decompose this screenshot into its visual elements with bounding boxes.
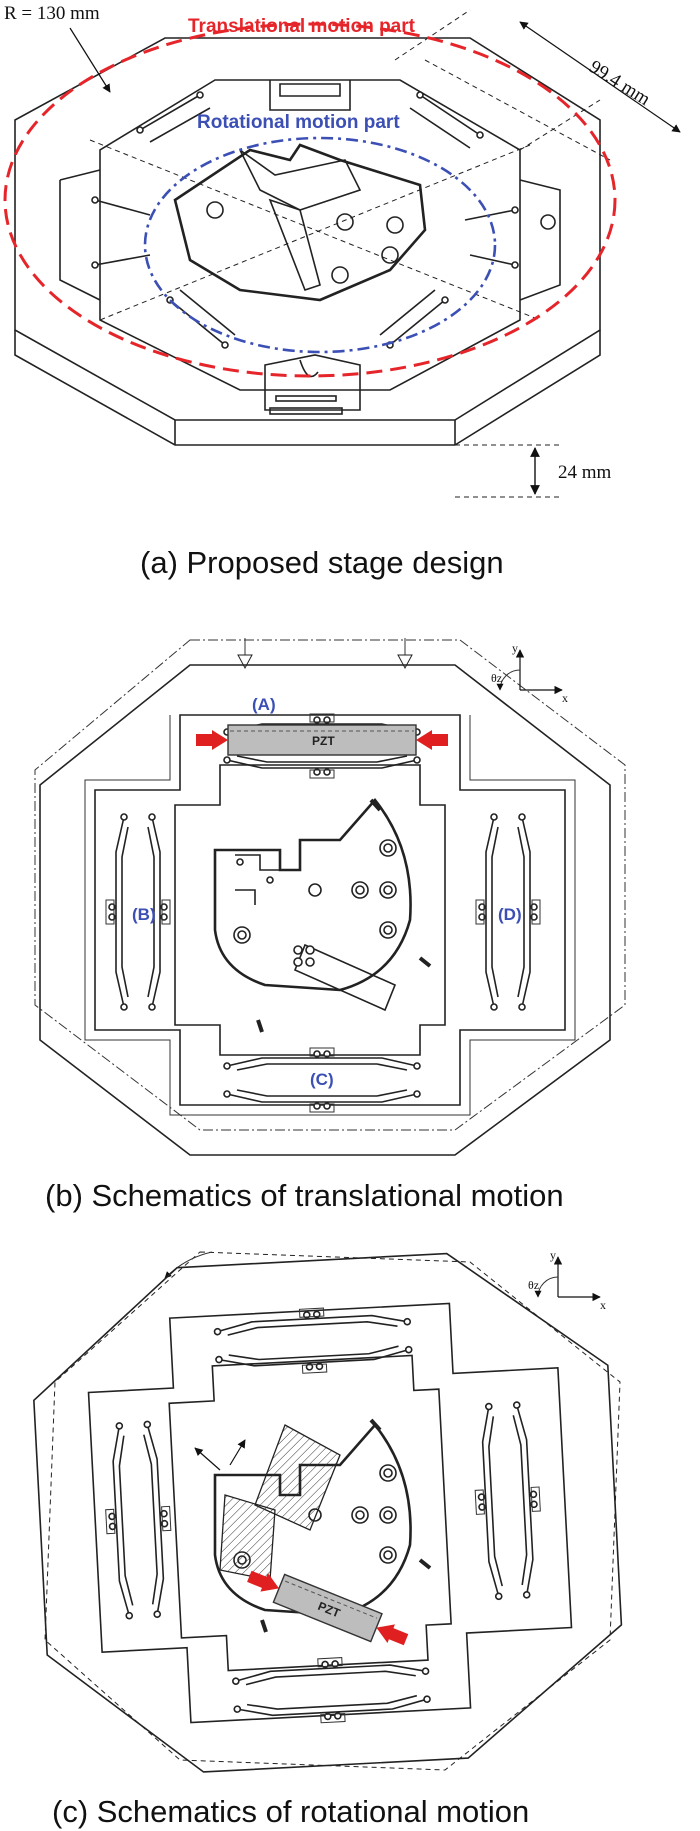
- axis-x-label-c: x: [600, 1298, 606, 1312]
- axis-theta-label-c: θz: [528, 1278, 539, 1292]
- panel-a-stage-design: R = 130 mm Translational motion part Rot…: [3, 3, 681, 580]
- height-dimension-label: 24 mm: [558, 462, 612, 483]
- flexure-label-a: (A): [252, 695, 276, 714]
- caption-c: (c) Schematics of rotational motion: [52, 1794, 529, 1829]
- axis-x-label-b: x: [562, 691, 568, 705]
- axis-y-label-c: y: [550, 1248, 556, 1262]
- caption-b: (b) Schematics of translational motion: [45, 1178, 564, 1213]
- flexure-label-b: (B): [132, 905, 156, 924]
- panel-c-rotational-schematic: PZT x y θz (c) Schematics of rotational …: [33, 1248, 623, 1829]
- rotational-motion-label: Rotational motion part: [197, 112, 400, 133]
- axis-y-label-b: y: [512, 641, 518, 655]
- width-dimension-label: 99.4 mm: [585, 56, 654, 110]
- pzt-label-b: PZT: [312, 734, 335, 748]
- radius-label: R = 130 mm: [4, 3, 100, 24]
- axis-theta-label-b: θz: [491, 671, 502, 685]
- flexure-label-d: (D): [498, 905, 522, 924]
- flexure-label-c: (C): [310, 1070, 334, 1089]
- panel-b-translational-schematic: PZT x y θz (A) (B) (C) (D) (b) Schematic…: [34, 638, 626, 1213]
- caption-a: (a) Proposed stage design: [140, 545, 504, 580]
- translational-motion-label: Translational motion part: [188, 16, 416, 37]
